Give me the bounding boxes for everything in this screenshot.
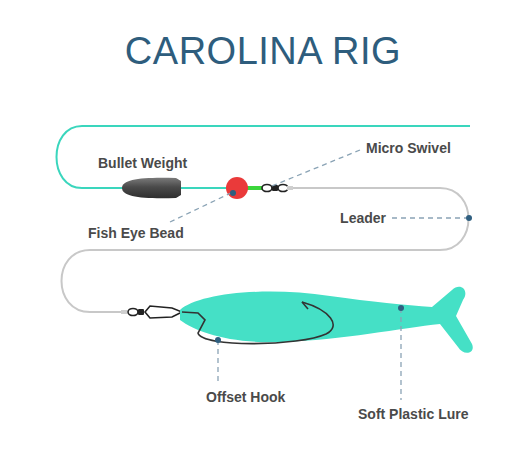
micro-swivel <box>262 185 272 192</box>
knot <box>121 310 127 314</box>
part-label: Bullet Weight <box>98 155 187 171</box>
callout-line <box>217 340 218 384</box>
hook-barb <box>302 302 308 309</box>
knot <box>287 186 293 190</box>
part-label: Leader <box>340 210 386 226</box>
snap <box>145 306 182 318</box>
part-label: Soft Plastic Lure <box>358 406 468 422</box>
part-label: Offset Hook <box>206 389 285 405</box>
callout-dot <box>398 305 404 311</box>
main-line <box>57 126 471 188</box>
fish-eye-bead <box>226 177 248 199</box>
callout-dot <box>215 337 221 343</box>
soft-plastic-lure <box>180 287 473 353</box>
offset-hook <box>182 302 333 344</box>
micro-swivel <box>278 185 288 192</box>
bullet-weight <box>122 178 181 198</box>
title: CAROLINA RIG <box>125 30 401 73</box>
snap-swivel <box>128 309 138 316</box>
callout-dot <box>466 215 472 221</box>
callout-line <box>170 192 233 222</box>
swivel-sleeve <box>246 186 262 190</box>
callout-dot <box>230 190 236 196</box>
callout-line <box>272 150 360 186</box>
part-label: Micro Swivel <box>366 140 451 156</box>
callout-line <box>392 217 466 218</box>
part-label: Fish Eye Bead <box>88 225 184 241</box>
snap-swivel <box>138 309 144 315</box>
callout-line <box>400 308 401 400</box>
